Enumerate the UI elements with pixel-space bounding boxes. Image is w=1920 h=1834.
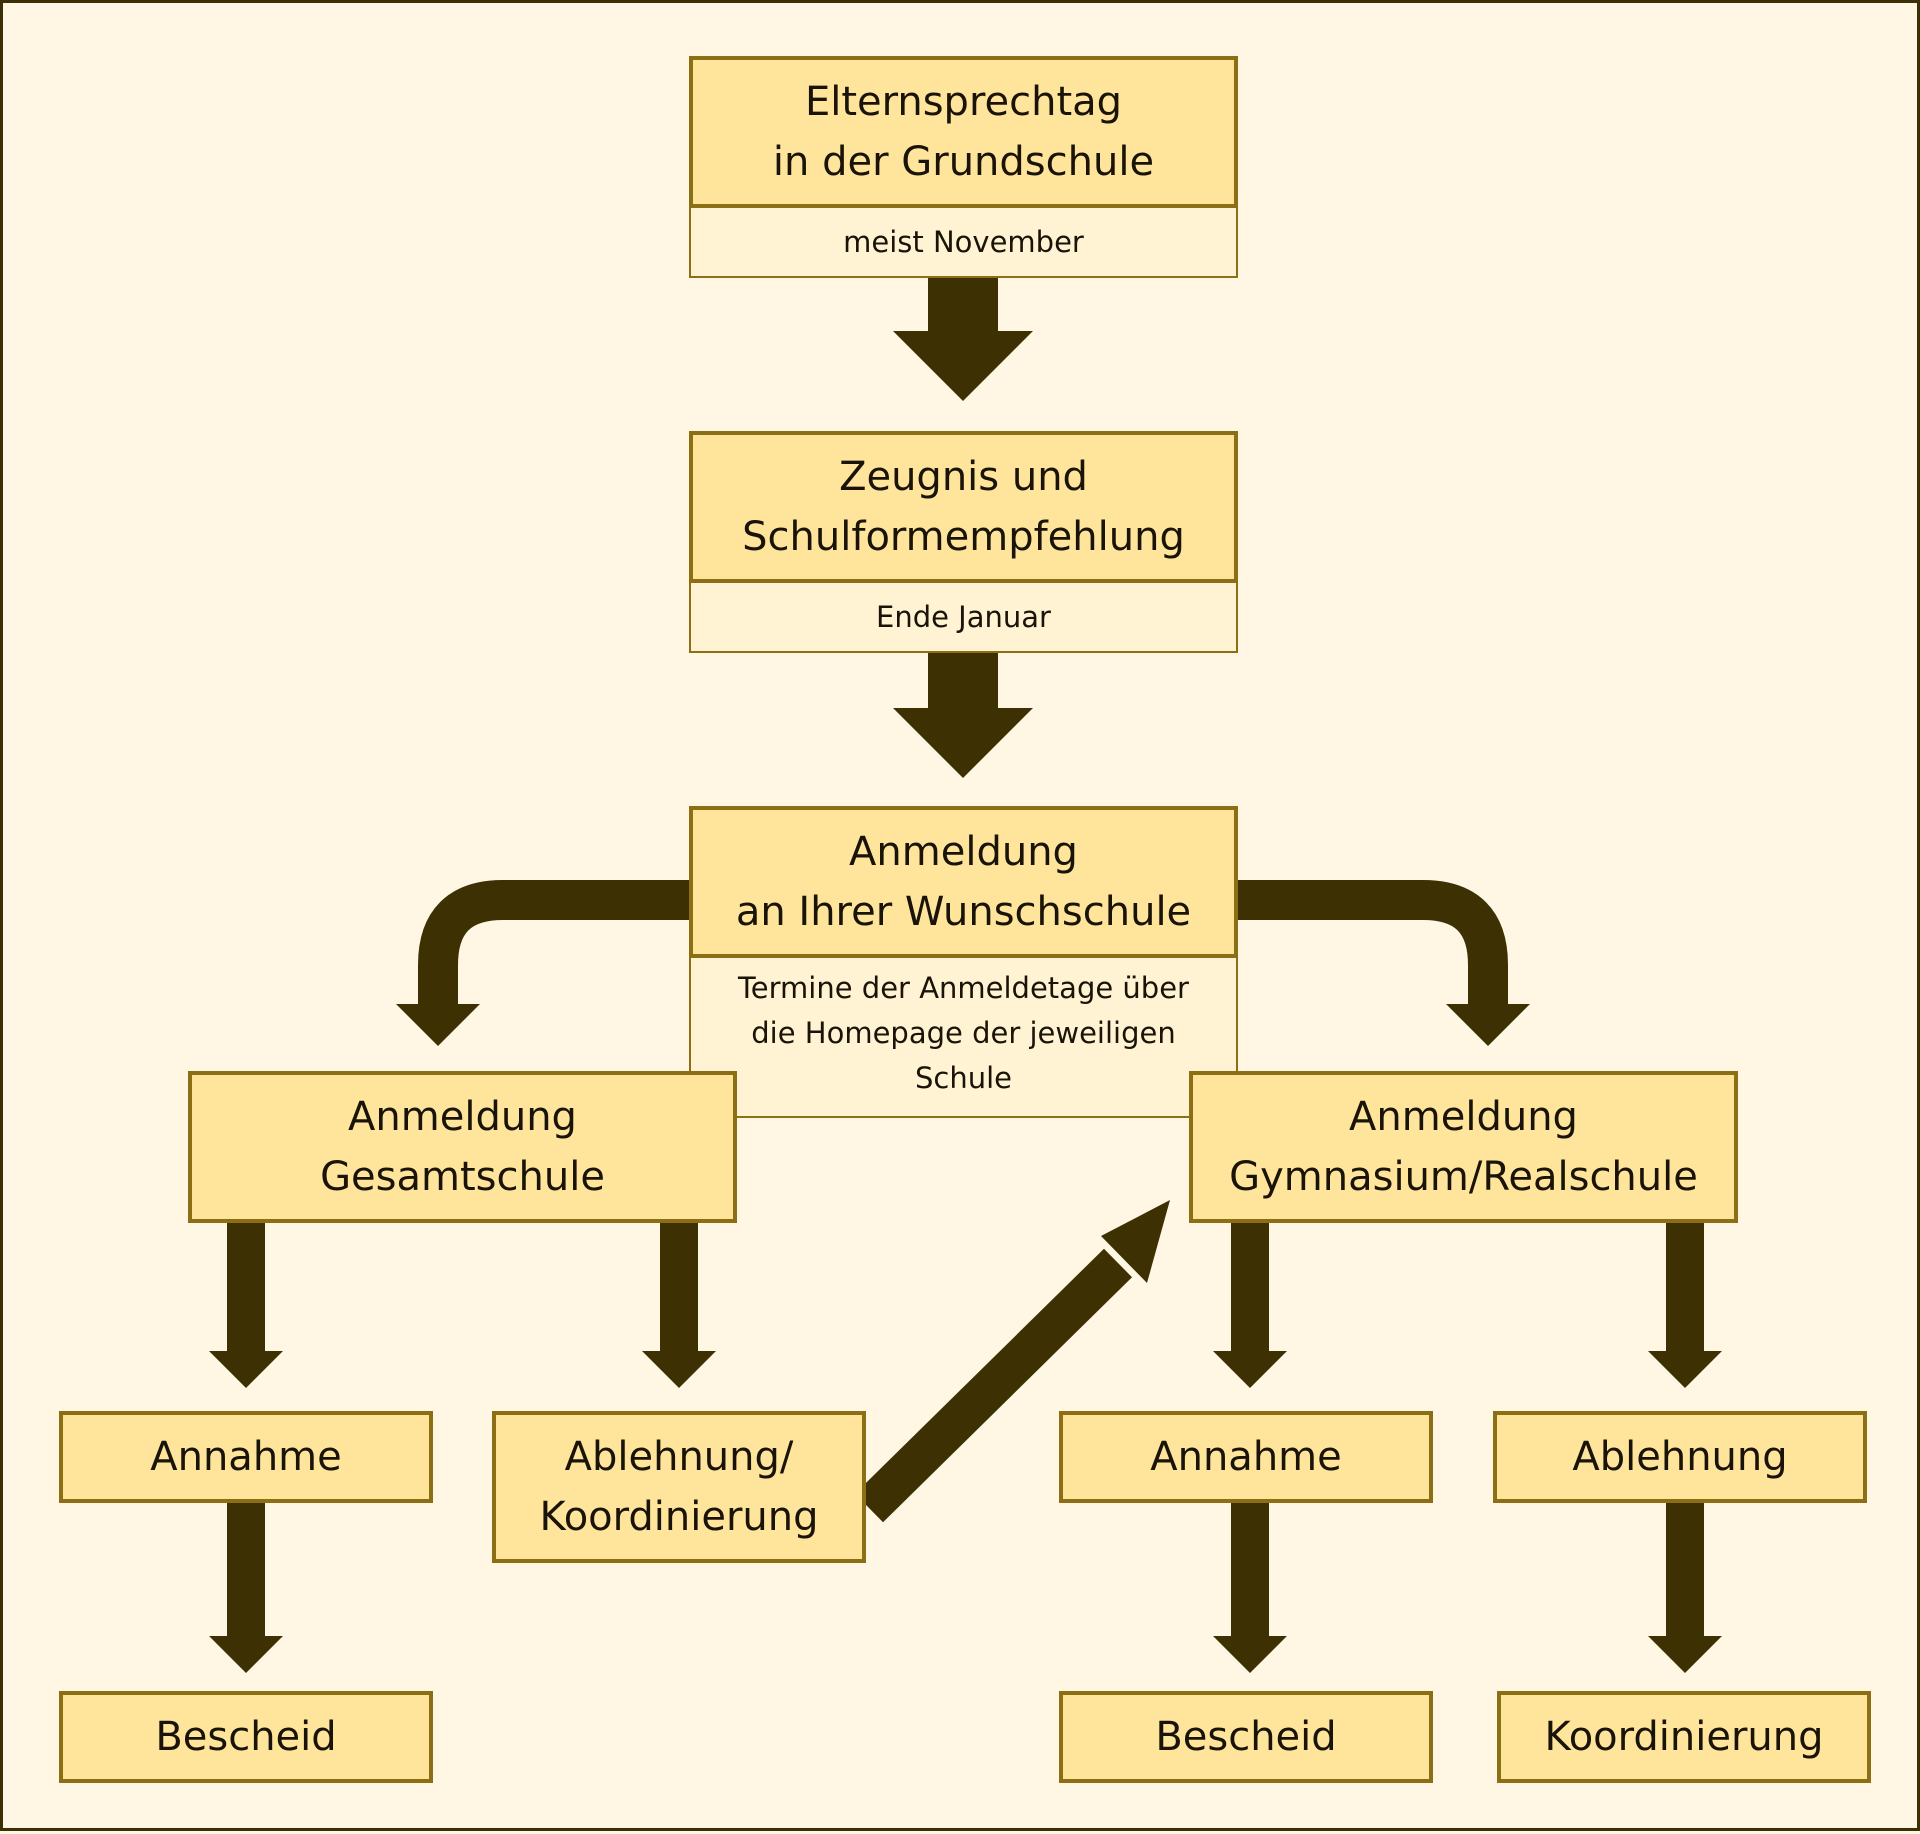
arrow-zeugnis-to-anmeldung	[893, 651, 1033, 778]
arrow-ablehnung-gy-to-koordinierung	[1648, 1503, 1722, 1673]
step-bescheid-gymnasium: Bescheid	[1059, 1691, 1433, 1783]
arrow-gesamtschule-to-ablehnung	[642, 1223, 716, 1388]
arrowhead-anmeldung-to-gymnasium	[1446, 1004, 1530, 1046]
step-annahme-gymnasium: Annahme	[1059, 1411, 1433, 1503]
arrow-anmeldung-to-gymnasium	[1236, 880, 1508, 1006]
step-anmeldung-gymnasium-realschule: Anmeldung Gymnasium/Realschule	[1189, 1071, 1738, 1223]
note-zeugnis: Ende Januar	[689, 581, 1238, 653]
arrow-elternsprechtag-to-zeugnis	[893, 276, 1033, 401]
arrow-gymnasium-to-ablehnung	[1648, 1223, 1722, 1388]
arrowhead-anmeldung-to-gesamtschule	[396, 1004, 480, 1046]
arrow-annahme-to-bescheid	[209, 1503, 283, 1673]
step-koordinierung: Koordinierung	[1497, 1691, 1871, 1783]
step-annahme-gesamtschule: Annahme	[59, 1411, 433, 1503]
step-elternsprechtag: Elternsprechtag in der Grundschule	[689, 56, 1238, 208]
step-anmeldung-wunschschule: Anmeldung an Ihrer Wunschschule	[689, 806, 1238, 958]
flow-arrows	[209, 276, 1722, 1673]
arrow-anmeldung-to-gesamtschule	[418, 880, 689, 1006]
arrow-gymnasium-to-annahme	[1213, 1223, 1287, 1388]
arrow-gesamtschule-to-annahme	[209, 1223, 283, 1388]
arrowhead-ablehnung-to-gymnasium	[1101, 1200, 1170, 1283]
note-anmeldung: Termine der Anmeldetage über die Homepag…	[689, 954, 1238, 1118]
note-elternsprechtag: meist November	[689, 206, 1238, 278]
step-bescheid-gesamtschule: Bescheid	[59, 1691, 433, 1783]
arrow-ablehnung-to-gymnasium	[854, 1248, 1133, 1523]
arrow-annahme-gy-to-bescheid	[1213, 1503, 1287, 1673]
step-zeugnis: Zeugnis und Schulformempfehlung	[689, 431, 1238, 583]
step-ablehnung-gymnasium: Ablehnung	[1493, 1411, 1867, 1503]
step-ablehnung-koordinierung: Ablehnung/ Koordinierung	[492, 1411, 866, 1563]
step-anmeldung-gesamtschule: Anmeldung Gesamtschule	[188, 1071, 737, 1223]
